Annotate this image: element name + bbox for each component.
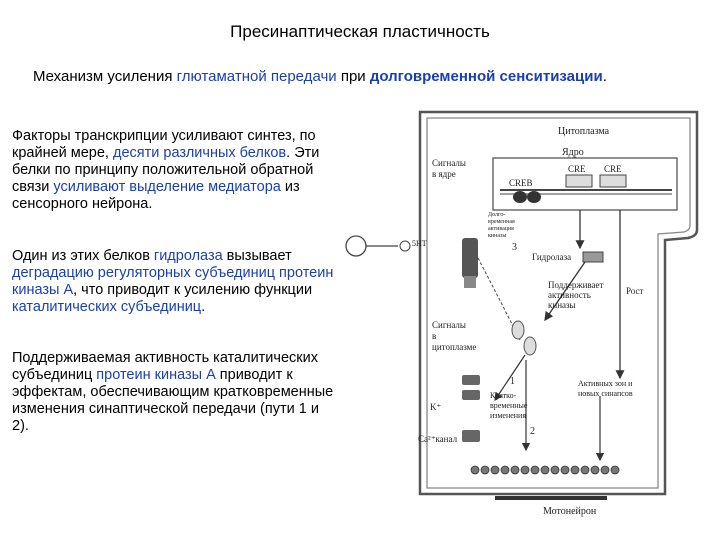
label-motoneuron: Мотонейрон	[543, 506, 597, 517]
arrow-path-1	[494, 354, 526, 401]
note-line-3: активация	[488, 226, 514, 232]
p2-text-1: Один из этих белков	[12, 248, 154, 264]
label-path-2: 2	[530, 426, 535, 437]
label-maintains-2: активность	[548, 290, 591, 300]
p1-text-3: из сенсорного нейрона.	[12, 179, 300, 212]
intro-paragraph: Механизм усиления глютаматной передачи п…	[33, 66, 613, 87]
ca-channel	[462, 430, 480, 442]
p1-text-1: Факторы транскрипции усиливают синтез, п…	[12, 128, 316, 161]
p2-text-2: вызывает	[222, 248, 292, 264]
p3-highlight-pka: протеин киназы А	[96, 367, 216, 383]
label-signals-nucleus-1: Сигналы	[432, 158, 466, 168]
p2-highlight-degradation: деградацию регуляторных субъединиц проте…	[12, 265, 334, 298]
label-short-term-3: изменения	[490, 411, 526, 420]
label-cytoplasm: Цитоплазма	[558, 126, 610, 137]
p2-highlight-hydrolase: гидролаза	[153, 248, 223, 264]
label-nucleus: Ядро	[562, 147, 584, 158]
paragraph-transcription-factors: Факторы транскрипции усиливают синтез, п…	[12, 128, 337, 213]
cre-box-1	[565, 174, 593, 188]
terminal-vesicle	[399, 240, 411, 252]
interneuron-cell	[345, 235, 367, 257]
label-growth: Рост	[626, 286, 644, 296]
label-short-term-1: Кратко-	[490, 391, 517, 400]
p1-highlight-ten-proteins: десяти различных белков	[113, 145, 287, 161]
arrow-hydrolase-to-kinase	[544, 261, 586, 322]
label-5ht: 5HT	[412, 239, 427, 248]
label-path-3: 3	[512, 242, 517, 253]
p3-text-2: приводит к эффектам, обеспечивающим крат…	[12, 367, 334, 434]
cre-box-2	[599, 174, 627, 188]
label-active-zones-2: новых синапсов	[578, 389, 633, 398]
intro-text-3: .	[602, 68, 607, 85]
p1-highlight-release: усиливают выделение медиатора	[53, 179, 281, 195]
receptor-complex	[462, 238, 478, 278]
label-k: K⁺	[430, 402, 441, 412]
kinase-catalytic-1	[511, 320, 525, 340]
label-maintains-1: Поддерживает	[548, 280, 604, 290]
p2-highlight-catalytic: каталитических субъединиц	[12, 299, 202, 315]
paragraph-hydrolase: Один из этих белков гидролаза вызывает д…	[12, 248, 337, 316]
paragraph-pka-activity: Поддерживаемая активность каталитических…	[12, 350, 337, 435]
intro-text-2: при	[336, 68, 370, 85]
label-short-term-2: временные	[490, 401, 528, 410]
receptor-channel	[464, 276, 476, 288]
label-signals-cyto-2: в	[432, 331, 436, 341]
label-maintains-3: киназы	[548, 300, 576, 310]
p2-text-3: , что приводит к усилению функции	[73, 282, 313, 298]
p1-text-2: . Эти белки по принципу положительной об…	[12, 145, 320, 195]
release-sites	[470, 465, 620, 475]
note-line-1: Долго-	[488, 212, 505, 218]
intro-highlight-glutamate: глютаматной передачи	[176, 68, 337, 85]
label-cre-1: CRE	[568, 164, 586, 174]
label-active-zones-1: Активных зон и	[578, 379, 633, 388]
p3-text-1: Поддерживаемая активность каталитических…	[12, 350, 318, 383]
motoneuron-bar	[495, 496, 607, 500]
label-creb: CREB	[509, 178, 533, 188]
label-hydrolase: Гидролаза	[532, 252, 571, 262]
label-signals-cyto-3: цитоплазме	[432, 342, 476, 352]
label-path-1: 1	[510, 376, 515, 387]
kinase-catalytic-2	[523, 336, 537, 356]
cell-membrane-outer	[418, 110, 699, 496]
page-title: Пресинаптическая пластичность	[230, 22, 490, 41]
label-cre-2: CRE	[604, 164, 622, 174]
note-line-2: временная	[488, 219, 515, 225]
hydrolase-shape	[582, 251, 604, 263]
k-channel-2	[462, 390, 480, 400]
label-ca-channel: Ca²⁺канал	[418, 434, 458, 444]
creb-protein-2	[527, 191, 541, 203]
cell-membrane-inner	[426, 117, 691, 489]
label-signals-cyto-1: Сигналы	[432, 320, 466, 330]
intro-highlight-longterm: долговременной сенситизации	[369, 68, 603, 85]
k-channel	[462, 375, 480, 385]
label-signals-nucleus-2: в ядре	[432, 169, 456, 179]
intro-text-1: Механизм усиления	[33, 68, 177, 85]
creb-protein-1	[513, 191, 527, 203]
p2-text-4: .	[201, 299, 206, 315]
note-line-4: киназы	[488, 233, 506, 239]
